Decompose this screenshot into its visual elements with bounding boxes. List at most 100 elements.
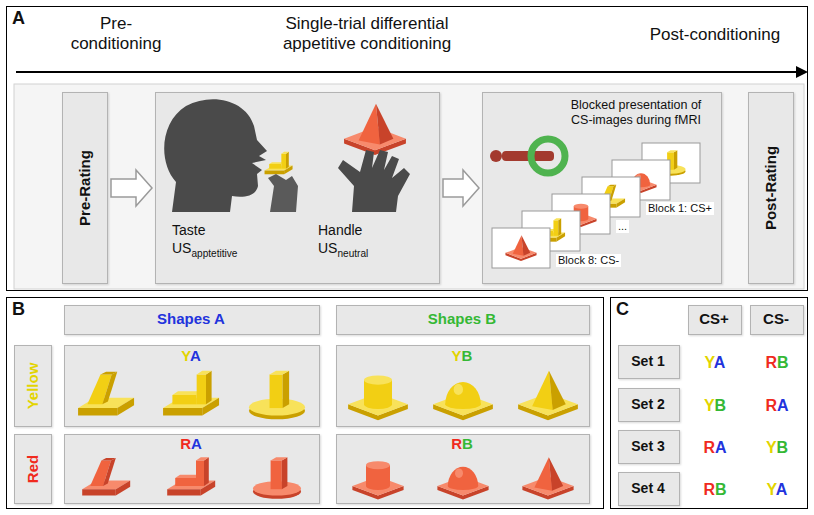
- block-label: Block 1: CS+: [648, 202, 712, 214]
- block-label: Block 8: CS-: [558, 254, 619, 266]
- block-label: ...: [618, 220, 627, 232]
- rating-label: Post-Rating: [762, 146, 779, 230]
- rotated-text: Pre-Rating: [76, 150, 94, 226]
- cs-code: B: [715, 481, 727, 498]
- stimulus-cell: RA: [64, 434, 320, 504]
- cs-code: B: [777, 354, 789, 371]
- column-header: CS-: [750, 305, 804, 335]
- phase-heading: Post-conditioning: [650, 25, 780, 44]
- cs-code: R: [765, 354, 777, 371]
- set-box: Set 3: [618, 430, 680, 464]
- text-block: Set 1: [618, 353, 678, 370]
- stimulus-code: A: [190, 347, 201, 364]
- text-block: CS-: [750, 310, 802, 328]
- column-heading: Shapes B: [428, 310, 496, 327]
- cs-code: Y: [767, 481, 776, 498]
- text-block: RB: [750, 353, 804, 372]
- us-label: US: [318, 240, 337, 256]
- stimulus-cell: YB: [336, 345, 590, 427]
- timeline-arrow: [16, 71, 798, 73]
- cs-code: R: [703, 439, 715, 456]
- text-block: Shapes B: [336, 310, 588, 328]
- flow-arrow: [111, 170, 152, 206]
- row-header: Red: [14, 434, 52, 504]
- text-block: YB: [336, 347, 588, 365]
- us-label: neutral: [337, 248, 368, 259]
- text-block: Single-trial differential appetitive con…: [262, 14, 472, 55]
- cs-code: B: [715, 397, 727, 414]
- cs-code: R: [703, 481, 715, 498]
- set-label: Set 3: [631, 438, 664, 454]
- stimulus-code: Y: [452, 347, 462, 364]
- cs-code: Y: [705, 354, 714, 371]
- phase-heading: Single-trial differential appetitive con…: [283, 14, 451, 53]
- feeding-hand: [268, 174, 298, 212]
- stimulus-code: B: [462, 435, 473, 452]
- stimulus-cell: YA: [64, 345, 320, 427]
- text-block: RA: [750, 396, 804, 415]
- cs-code: Y: [704, 397, 715, 414]
- rating-label: Pre-Rating: [76, 150, 93, 226]
- text-block: Set 3: [618, 438, 678, 455]
- timeline-arrowhead: [796, 66, 808, 78]
- text-block: Blocked presentation of CS-images during…: [560, 98, 712, 128]
- phase-heading: Pre-conditioning: [71, 14, 162, 53]
- row-header: Yellow: [14, 345, 52, 427]
- stimulus-code: B: [462, 347, 473, 364]
- rating-box: Post-Rating: [748, 92, 794, 284]
- handling-hand: [338, 150, 410, 212]
- panel-letter: B: [12, 299, 25, 319]
- text-block: A: [12, 8, 25, 30]
- panel-letter: C: [616, 299, 629, 319]
- text-block: Post-conditioning: [630, 25, 800, 45]
- text-block: RB: [336, 435, 588, 453]
- cs-code: A: [715, 439, 727, 456]
- text-block: YB: [750, 438, 804, 457]
- text-block: Set 4: [618, 480, 678, 497]
- text-block: B: [12, 299, 25, 321]
- text-block: USapptetitive: [172, 240, 237, 260]
- cs-code: B: [777, 439, 789, 456]
- text-block: Block 1: CS+: [646, 202, 714, 215]
- cs-code: A: [714, 354, 726, 371]
- cs-code: A: [777, 397, 789, 414]
- conditioning-box: TasteUSapptetitiveHandleUSneutral: [155, 92, 440, 284]
- text-block: Handle: [318, 222, 362, 239]
- row-heading: Red: [24, 455, 41, 483]
- us-label: Handle: [318, 222, 362, 238]
- column-header: Shapes A: [64, 305, 320, 335]
- phase-zone: [14, 84, 804, 289]
- set-label: Set 4: [631, 480, 664, 496]
- fmri-box: Blocked presentation of CS-images during…: [482, 92, 722, 284]
- text-block: YA: [64, 347, 318, 365]
- text-block: Shapes A: [64, 310, 318, 328]
- cs-code: A: [776, 481, 788, 498]
- rotated-text: Yellow: [24, 363, 42, 410]
- column-heading: Shapes A: [157, 310, 225, 327]
- text-block: ...: [616, 220, 629, 233]
- stimulus-cell: RB: [336, 434, 590, 504]
- stimulus-code: Y: [181, 347, 190, 364]
- text-block: RB: [688, 480, 742, 499]
- text-block: RA: [688, 438, 742, 457]
- column-heading: CS+: [699, 310, 729, 327]
- rotated-text: Post-Rating: [762, 146, 780, 230]
- text-block: C: [616, 299, 629, 321]
- column-header: Shapes B: [336, 305, 590, 335]
- us-label: apptetitive: [191, 248, 237, 259]
- text-block: YB: [688, 396, 742, 415]
- text-block: Pre-conditioning: [56, 14, 176, 55]
- text-block: CS+: [688, 310, 740, 328]
- fmri-caption: Blocked presentation of CS-images during…: [571, 98, 702, 127]
- set-box: Set 2: [618, 388, 680, 422]
- set-label: Set 1: [631, 353, 664, 369]
- column-header: CS+: [688, 305, 742, 335]
- cs-code: R: [765, 397, 777, 414]
- head-silhouette: [164, 99, 267, 212]
- text-block: USneutral: [318, 240, 368, 260]
- stimulus-code: R: [180, 435, 191, 452]
- text-block: YA: [688, 353, 742, 372]
- set-box: Set 1: [618, 345, 680, 379]
- stimulus-code: R: [451, 435, 462, 452]
- us-label: US: [172, 240, 191, 256]
